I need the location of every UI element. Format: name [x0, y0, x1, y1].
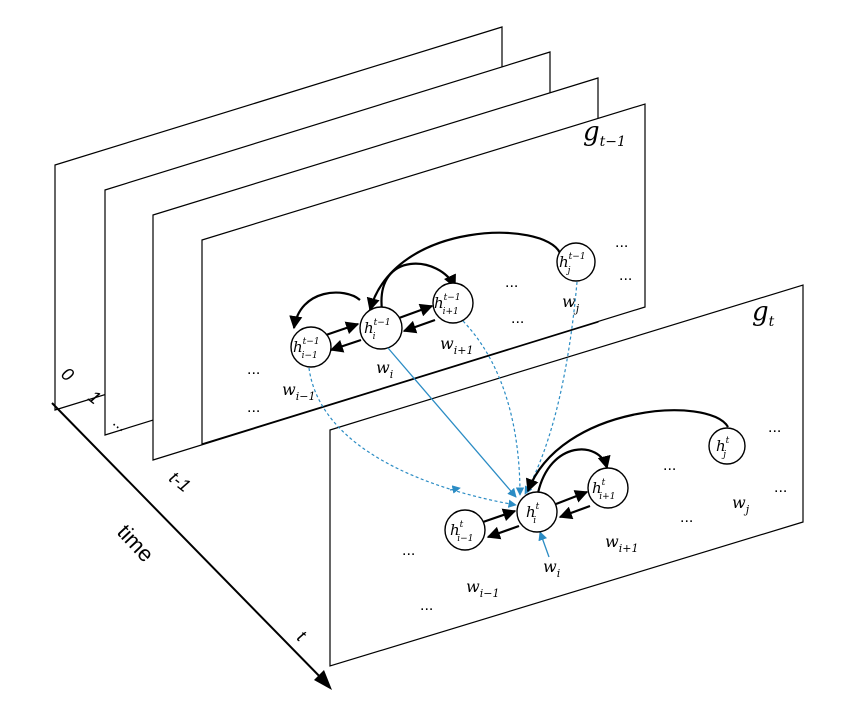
word-prev-w-j: wj — [562, 292, 580, 315]
ellipsis-curr-6: ... — [774, 479, 787, 496]
svg-text:ht−1i+1: ht−1i+1 — [434, 293, 461, 317]
time-axis-line — [51, 402, 329, 686]
svg-text:ht−1i−1: ht−1i−1 — [293, 337, 320, 361]
word-curr-w-j: wj — [732, 493, 750, 516]
edge-curr-hi-to-hip1 — [555, 490, 589, 506]
panel-curr — [329, 284, 804, 667]
word-curr-w-i: wi — [543, 557, 560, 580]
edge-prev-hip1-to-hi — [402, 318, 436, 334]
time-axis-arrowhead — [314, 670, 332, 690]
edge-cross-hi-to-hi — [387, 347, 517, 498]
ellipsis-prev-4: ... — [511, 310, 524, 327]
svg-text:ht−1i: ht−1i — [364, 318, 391, 342]
svg-text:ht−1j: ht−1j — [559, 252, 586, 276]
ellipsis-curr-1: ... — [402, 542, 415, 559]
word-prev-w-i-minus-1: wi−1 — [282, 380, 315, 403]
ellipsis-prev-5: ... — [615, 234, 628, 251]
edge-prev-hj-to-hi-arc — [366, 231, 561, 312]
edge-cross-hj-to-hi — [524, 281, 578, 495]
ellipsis-curr-2: ... — [420, 597, 433, 614]
ellipsis-curr-4: ... — [680, 509, 693, 526]
svg-text:htj: htj — [716, 436, 730, 460]
edge-curr-hi-to-hip1-arc — [536, 448, 611, 494]
edge-prev-him1-to-hi — [322, 321, 360, 338]
tick-t: t — [293, 626, 310, 645]
edge-prev-hi-to-him1 — [329, 338, 362, 353]
edge-prev-hi-to-hip1-arc — [380, 262, 456, 311]
edge-prev-hi-to-hip1 — [398, 303, 434, 320]
svg-text:hti−1: hti−1 — [450, 520, 473, 544]
ellipsis-prev-3: ... — [505, 274, 518, 291]
edge-curr-him1-to-hi — [482, 508, 517, 524]
tick-t-minus-1: t-1 — [165, 467, 194, 496]
ellipsis-curr-3: ... — [663, 457, 676, 474]
word-prev-w-i: wi — [376, 358, 393, 381]
edge-cross-him1-to-him1 — [449, 485, 461, 494]
svg-text:hti+1: hti+1 — [592, 478, 615, 502]
word-curr-w-i-plus-1: wi+1 — [605, 532, 638, 555]
ellipsis-prev-6: ... — [619, 267, 632, 284]
svg-text:hti: hti — [526, 502, 540, 526]
word-curr-w-i-minus-1: wi−1 — [466, 577, 499, 600]
panel-prev-label: gt−1 — [583, 117, 626, 150]
ellipsis-prev-2: ... — [247, 399, 260, 416]
edge-prev-hi-to-him1-arc — [289, 291, 361, 330]
panel-curr-label: gt — [752, 297, 775, 330]
edge-curr-hi-to-him1 — [486, 524, 520, 540]
edge-curr-hj-to-hi-arc — [525, 409, 729, 493]
edge-curr-hip1-to-hi — [558, 504, 591, 520]
ellipsis-curr-5: ... — [768, 419, 781, 436]
time-axis-label: time — [112, 519, 159, 566]
ellipsis-prev-1: ... — [247, 361, 260, 378]
word-prev-w-i-plus-1: wi+1 — [440, 334, 473, 357]
edge-input-wi-to-hi — [538, 531, 550, 558]
